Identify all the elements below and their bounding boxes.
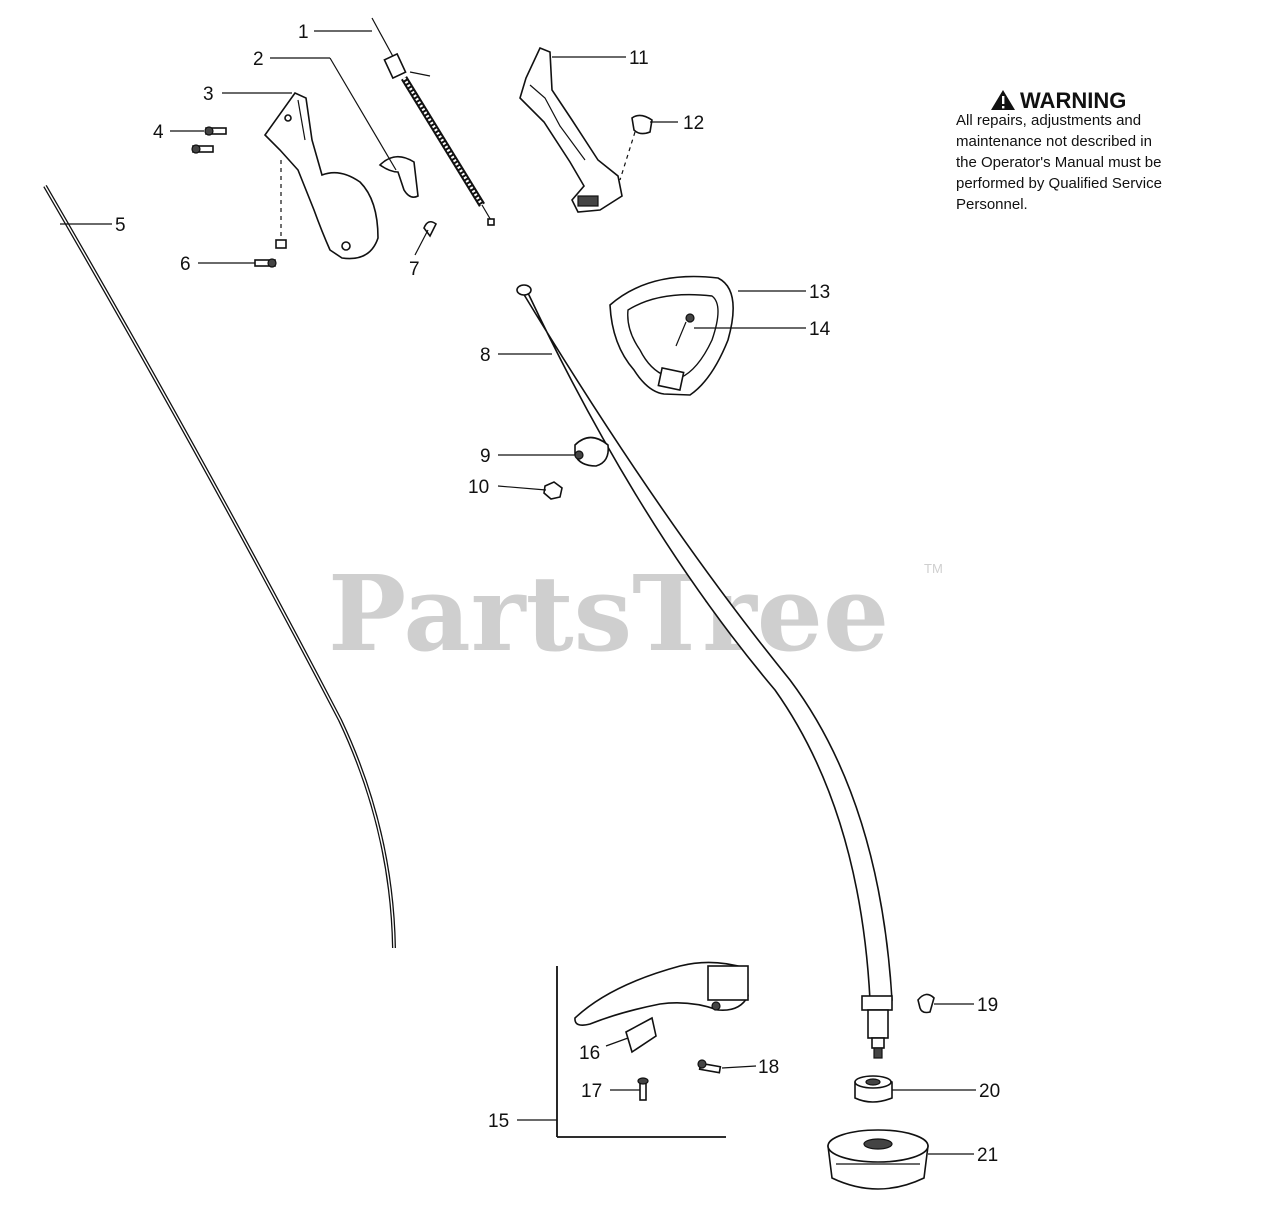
callout-label-8: 8 [480,345,491,366]
part-handle-housing[interactable] [263,91,379,260]
callout-label-14: 14 [809,319,831,340]
part-screw-18[interactable] [697,1059,722,1074]
callout-label-1: 1 [298,22,309,43]
part-trimmer-head[interactable] [827,1129,929,1190]
warning-triangle-icon [991,90,1015,110]
callout-label-3: 3 [203,84,214,105]
callout-label-16: 16 [579,1043,600,1064]
part-loop-handle[interactable] [609,275,734,396]
part-cutter-16[interactable] [625,1016,657,1054]
warning-line-3: the Operator's Manual must be [956,154,1161,171]
part-screw-6[interactable] [254,160,287,268]
part-screw-17[interactable] [637,1077,649,1101]
callout-label-11: 11 [629,48,649,69]
part-switch-12[interactable] [619,114,653,181]
part-drive-shaft[interactable] [43,184,396,949]
callout-label-9: 9 [480,446,491,467]
part-shaft-collar[interactable] [861,995,893,1059]
watermark-text: PartsTree [328,552,889,675]
part-nut-10[interactable] [543,481,563,500]
callout-label-21: 21 [977,1145,998,1166]
callout-label-18: 18 [758,1057,779,1078]
part-deflector-shield[interactable] [574,961,749,1026]
callout-label-5: 5 [115,215,126,236]
callout-label-4: 4 [153,122,164,143]
part-throttle-cable[interactable] [371,17,495,226]
part-throttle-housing[interactable] [519,46,623,213]
callout-label-10: 10 [468,477,489,498]
callout-label-6: 6 [180,254,191,275]
part-throttle-trigger[interactable] [378,155,419,198]
warning-title: WARNING [1020,88,1126,113]
warning-line-5: Personnel. [956,196,1028,213]
part-clamp-9[interactable] [574,436,610,467]
callout-label-17: 17 [581,1081,602,1102]
warning-line-2: maintenance not described in [956,133,1152,150]
part-screw-4[interactable] [191,126,227,154]
part-screw-14[interactable] [675,313,695,347]
warning-notice: WARNING All repairs, adjustments and mai… [956,88,1162,213]
callout-label-20: 20 [979,1081,1000,1102]
warning-line-4: performed by Qualified Service [956,175,1162,192]
callout-label-19: 19 [977,995,998,1016]
callout-label-7: 7 [409,259,420,280]
watermark-trademark: TM [924,561,943,576]
callout-label-12: 12 [683,113,704,134]
part-nut-20[interactable] [854,1075,893,1103]
part-guard-assembly-bracket [556,966,726,1138]
part-clip-19[interactable] [917,993,935,1014]
part-clip-7[interactable] [423,220,438,238]
callout-label-2: 2 [253,49,264,70]
callout-leaders [60,30,976,1155]
callout-label-13: 13 [809,282,830,303]
warning-line-1: All repairs, adjustments and [956,112,1141,129]
callout-label-15: 15 [488,1111,509,1132]
